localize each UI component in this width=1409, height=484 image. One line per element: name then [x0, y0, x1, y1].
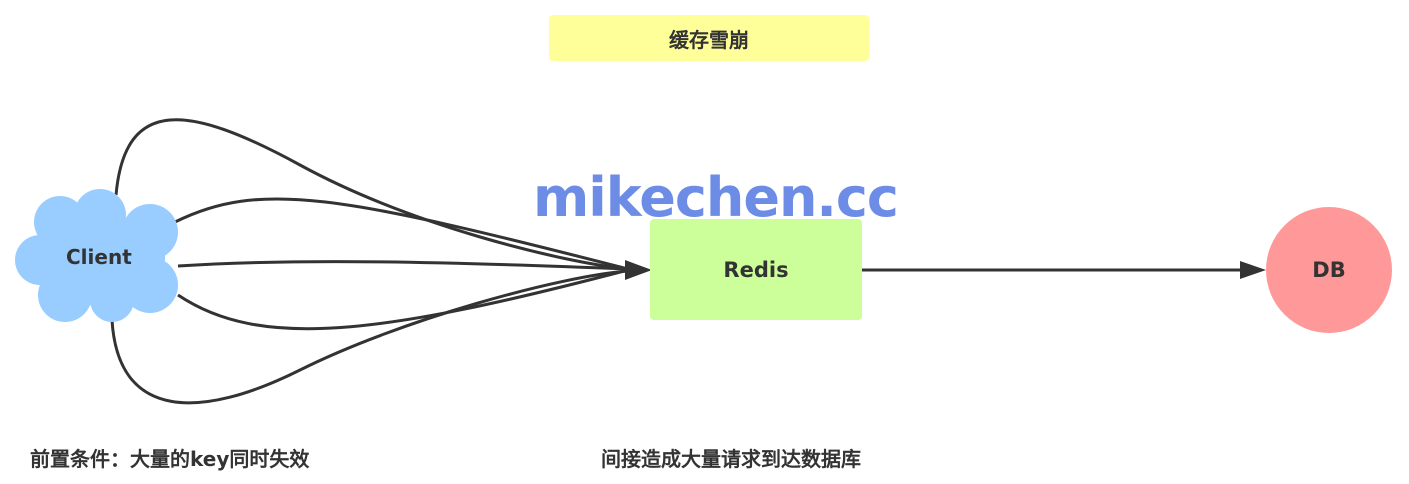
arrowhead-redis	[625, 260, 652, 280]
request-arrow-2	[174, 197, 629, 271]
client-cloud	[15, 189, 178, 322]
db-node: DB	[1266, 207, 1392, 333]
request-arrow-1	[114, 118, 629, 271]
client-label: Client	[66, 245, 132, 269]
request-arrow-5	[110, 269, 629, 405]
diagram-title: 缓存雪崩	[549, 15, 869, 61]
redis-node: Redis	[650, 219, 862, 320]
note-precondition: 前置条件：大量的key同时失效	[30, 447, 310, 471]
note-consequence: 间接造成大量请求到达数据库	[601, 447, 861, 471]
watermark: mikechen.cc	[533, 166, 899, 229]
arrowhead-db	[1240, 261, 1266, 279]
request-arrow-4	[177, 268, 629, 331]
request-arrow-3	[177, 260, 629, 271]
